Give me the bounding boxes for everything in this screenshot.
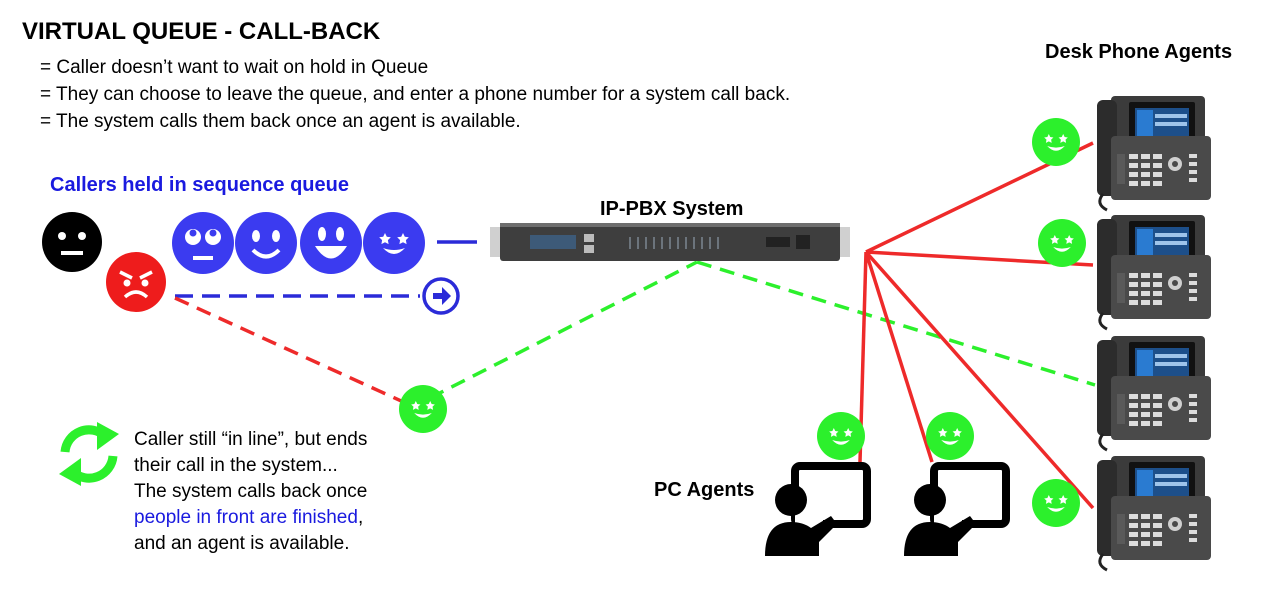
note-line: their call in the system...	[134, 455, 338, 476]
bullet-item: = Caller doesn’t want to wait on hold in…	[40, 57, 429, 78]
desk-phone-icon	[1095, 334, 1213, 452]
green-dashed-agent-line	[696, 260, 1096, 387]
note-line: The system calls back once	[134, 481, 368, 502]
rolling-eyes-face-icon	[172, 212, 234, 274]
star-eyes-face-icon	[1032, 479, 1080, 527]
bullet-item: = They can choose to leave the queue, an…	[40, 84, 791, 105]
desk-phone-agents-label: Desk Phone Agents	[1045, 41, 1233, 63]
bullet-list: = Caller doesn’t want to wait on hold in…	[40, 54, 790, 135]
star-eyes-face-icon	[926, 412, 974, 460]
smiling-face-icon	[235, 212, 297, 274]
callers-queue-label: Callers held in sequence queue	[50, 174, 349, 196]
note-line: Caller still “in line”, but ends	[134, 429, 368, 450]
green-dashed-callback-line	[429, 260, 698, 400]
red-dashed-line	[174, 296, 411, 407]
presenter-screen-icon	[904, 466, 1006, 556]
star-eyes-face-icon	[1032, 118, 1080, 166]
bullet-item: = The system calls them back once an age…	[40, 111, 521, 132]
desk-phone-icon	[1095, 454, 1213, 572]
star-eyes-face-icon	[363, 212, 425, 274]
star-eyes-face-icon	[1038, 219, 1086, 267]
neutral-face-icon	[42, 212, 102, 272]
page-title: VIRTUAL QUEUE - CALL-BACK	[22, 18, 381, 45]
arrow-circle-right-icon	[422, 277, 460, 315]
rack-server-icon	[490, 223, 850, 261]
note-highlight: people in front are finished	[134, 507, 358, 528]
grinning-face-icon	[300, 212, 362, 274]
star-eyes-face-icon	[817, 412, 865, 460]
angry-face-icon	[106, 252, 166, 312]
callback-note: Caller still “in line”, but ends their c…	[134, 427, 367, 557]
red-line-phone4	[864, 250, 1095, 510]
star-eyes-face-icon	[399, 385, 447, 433]
note-line: and an agent is available.	[134, 533, 350, 554]
desk-phone-icon	[1095, 213, 1213, 331]
pbx-label: IP-PBX System	[600, 198, 744, 220]
note-punct: ,	[357, 507, 364, 528]
note-line: people in front are finished,	[134, 505, 367, 531]
presenter-screen-icon	[765, 466, 867, 556]
refresh-arrows-icon	[59, 422, 119, 486]
pc-agents-label: PC Agents	[654, 479, 755, 501]
desk-phone-icon	[1095, 94, 1213, 212]
red-line-pc2	[864, 251, 934, 463]
